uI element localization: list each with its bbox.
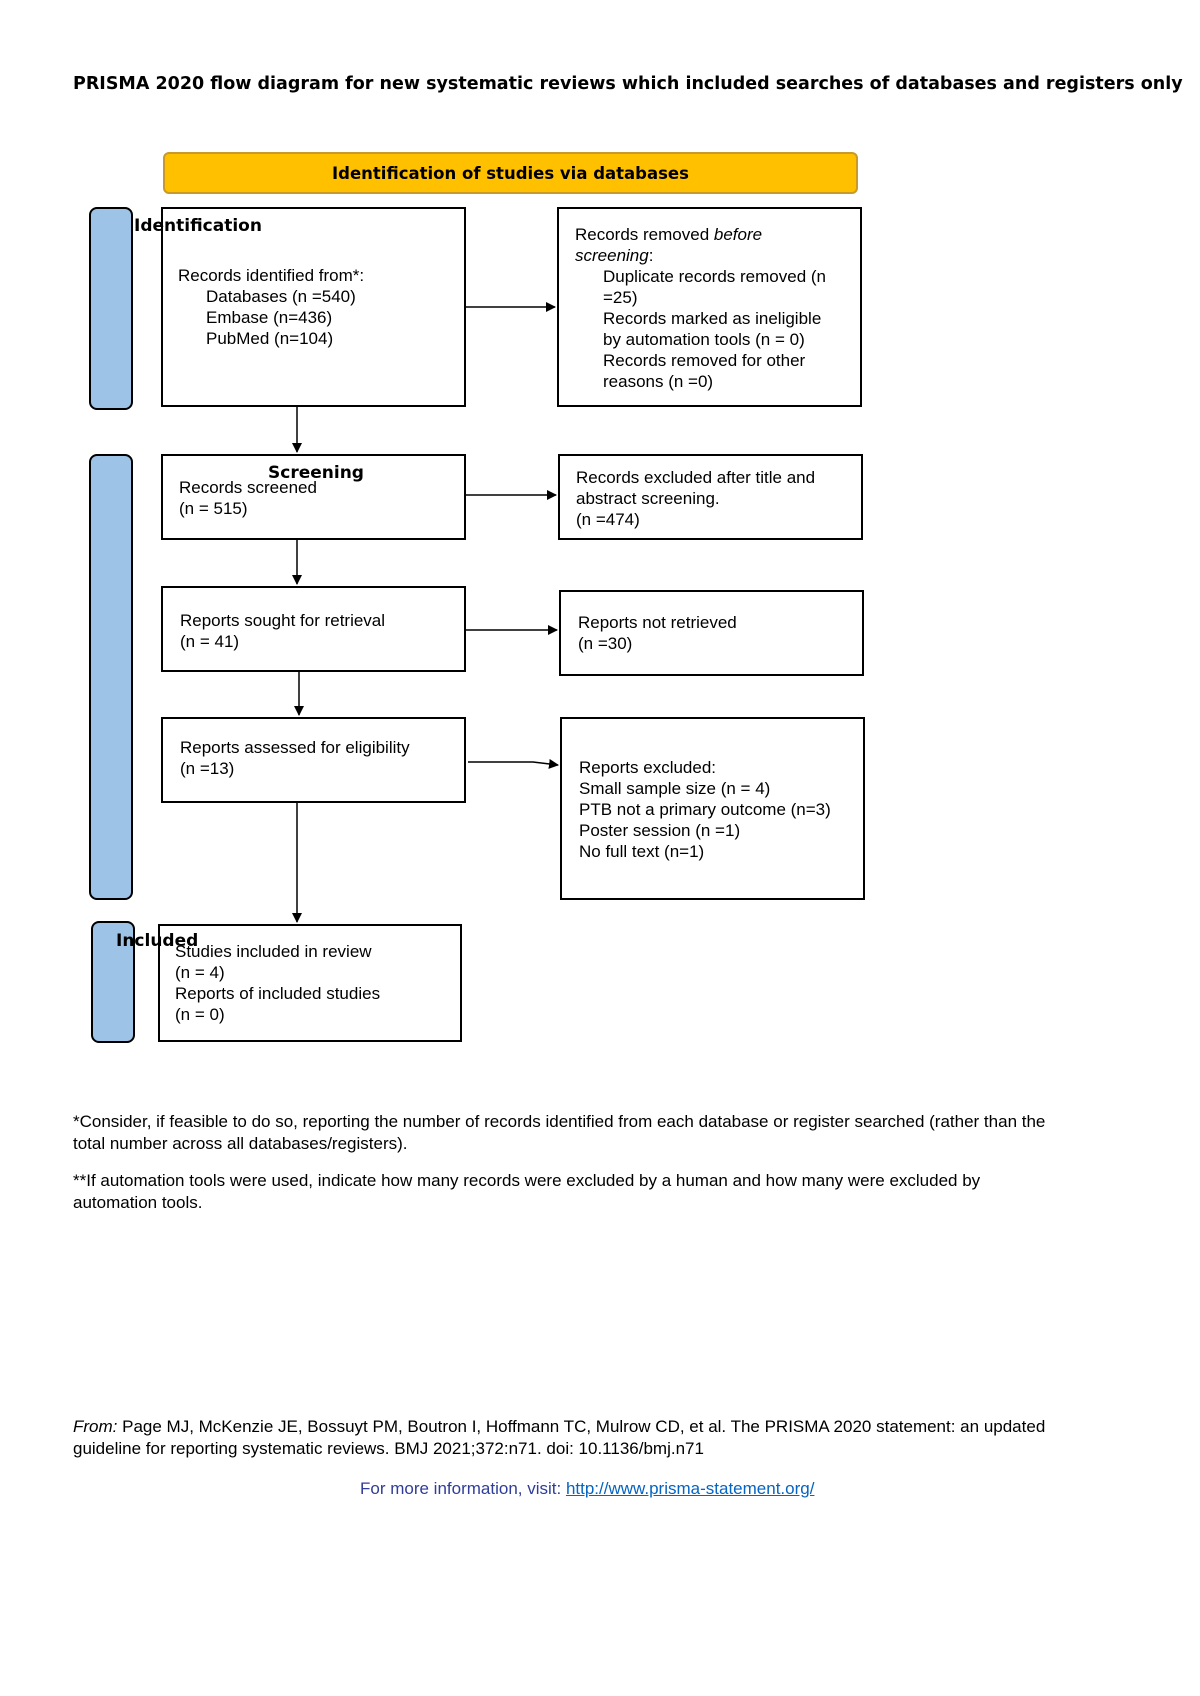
reports-sought-line1: Reports sought for retrieval — [180, 611, 386, 630]
more-info-label: For more information, visit: — [360, 1479, 566, 1498]
reports-excluded-heading: Reports excluded: — [579, 758, 717, 777]
excluded-poster-session: Poster session (n =1) — [579, 821, 741, 840]
citation-from-label: From: — [73, 1417, 118, 1436]
reports-assessed-box: Reports assessed for eligibility (n =13) — [161, 717, 466, 803]
records-embase: Embase (n=436) — [206, 308, 333, 327]
reports-excluded-box: Reports excluded: Small sample size (n =… — [560, 717, 865, 900]
records-removed-heading-cont: screening: — [575, 246, 654, 265]
arrow-assessed-to-excluded — [468, 758, 559, 769]
reports-included-line2: (n = 0) — [175, 1005, 225, 1024]
footnote-consider-line1: *Consider, if feasible to do so, reporti… — [73, 1112, 1046, 1131]
duplicates-removed-line1: Duplicate records removed (n — [603, 267, 826, 286]
records-excluded-box: Records excluded after title and abstrac… — [558, 454, 863, 540]
studies-included-line1: Studies included in review — [175, 942, 372, 961]
stage-label-identification: Identification — [134, 216, 262, 236]
page-title: PRISMA 2020 flow diagram for new systema… — [73, 74, 1183, 94]
records-excluded-line3: (n =474) — [576, 510, 640, 529]
excluded-no-full-text: No full text (n=1) — [579, 842, 705, 861]
reports-not-retrieved-box: Reports not retrieved (n =30) — [559, 590, 864, 676]
records-screened-line2: (n = 515) — [179, 499, 248, 518]
footnote-consider-line2: total number across all databases/regist… — [73, 1134, 408, 1153]
footnote-consider: *Consider, if feasible to do so, reporti… — [73, 1111, 1173, 1155]
citation-line2: guideline for reporting systematic revie… — [73, 1439, 704, 1458]
prisma-website-link[interactable]: http://www.prisma-statement.org/ — [565, 1479, 815, 1498]
other-reasons-line2: reasons (n =0) — [603, 372, 714, 391]
stage-label-screening: Screening — [268, 463, 364, 483]
reports-sought-line2: (n = 41) — [180, 632, 240, 651]
records-pubmed: PubMed (n=104) — [206, 329, 334, 348]
side-bar-screening — [89, 454, 133, 900]
studies-included-line2: (n = 4) — [175, 963, 225, 982]
identification-banner: Identification of studies via databases — [163, 152, 858, 194]
records-screened-box: Records screened (n = 515) — [161, 454, 466, 540]
reports-sought-box: Reports sought for retrieval (n = 41) — [161, 586, 466, 672]
reports-assessed-line2: (n =13) — [180, 759, 235, 778]
reports-assessed-line1: Reports assessed for eligibility — [180, 738, 410, 757]
automation-ineligible-line2: by automation tools (n = 0) — [603, 330, 805, 349]
duplicates-removed-line2: =25) — [603, 288, 638, 307]
citation: From: Page MJ, McKenzie JE, Bossuyt PM, … — [73, 1416, 1173, 1460]
records-excluded-line1: Records excluded after title and — [576, 468, 816, 487]
footnote-automation-line2: automation tools. — [73, 1193, 203, 1212]
excluded-small-sample: Small sample size (n = 4) — [579, 779, 771, 798]
reports-not-retrieved-line2: (n =30) — [578, 634, 633, 653]
more-info: For more information, visit: http://www.… — [360, 1478, 814, 1500]
records-removed-heading: Records removed before — [575, 225, 763, 244]
records-identified-box: Records identified from*: Databases (n =… — [161, 207, 466, 407]
records-excluded-line2: abstract screening. — [576, 489, 720, 508]
citation-line1: From: Page MJ, McKenzie JE, Bossuyt PM, … — [73, 1417, 1046, 1436]
stage-label-included: Included — [116, 931, 199, 951]
reports-not-retrieved-line1: Reports not retrieved — [578, 613, 737, 632]
automation-ineligible-line1: Records marked as ineligible — [603, 309, 822, 328]
reports-included-line1: Reports of included studies — [175, 984, 381, 1003]
records-screened-line1: Records screened — [179, 478, 317, 497]
records-identified-heading: Records identified from*: — [178, 266, 365, 285]
footnote-automation: **If automation tools were used, indicat… — [73, 1170, 1173, 1214]
side-bar-identification — [89, 207, 133, 410]
other-reasons-line1: Records removed for other — [603, 351, 806, 370]
side-bar-included — [91, 921, 135, 1043]
footnote-automation-line1: **If automation tools were used, indicat… — [73, 1171, 981, 1190]
studies-included-box: Studies included in review (n = 4) Repor… — [158, 924, 462, 1042]
records-databases: Databases (n =540) — [206, 287, 356, 306]
excluded-ptb-not-primary: PTB not a primary outcome (n=3) — [579, 800, 831, 819]
records-removed-box: Records removed before screening: Duplic… — [557, 207, 862, 407]
